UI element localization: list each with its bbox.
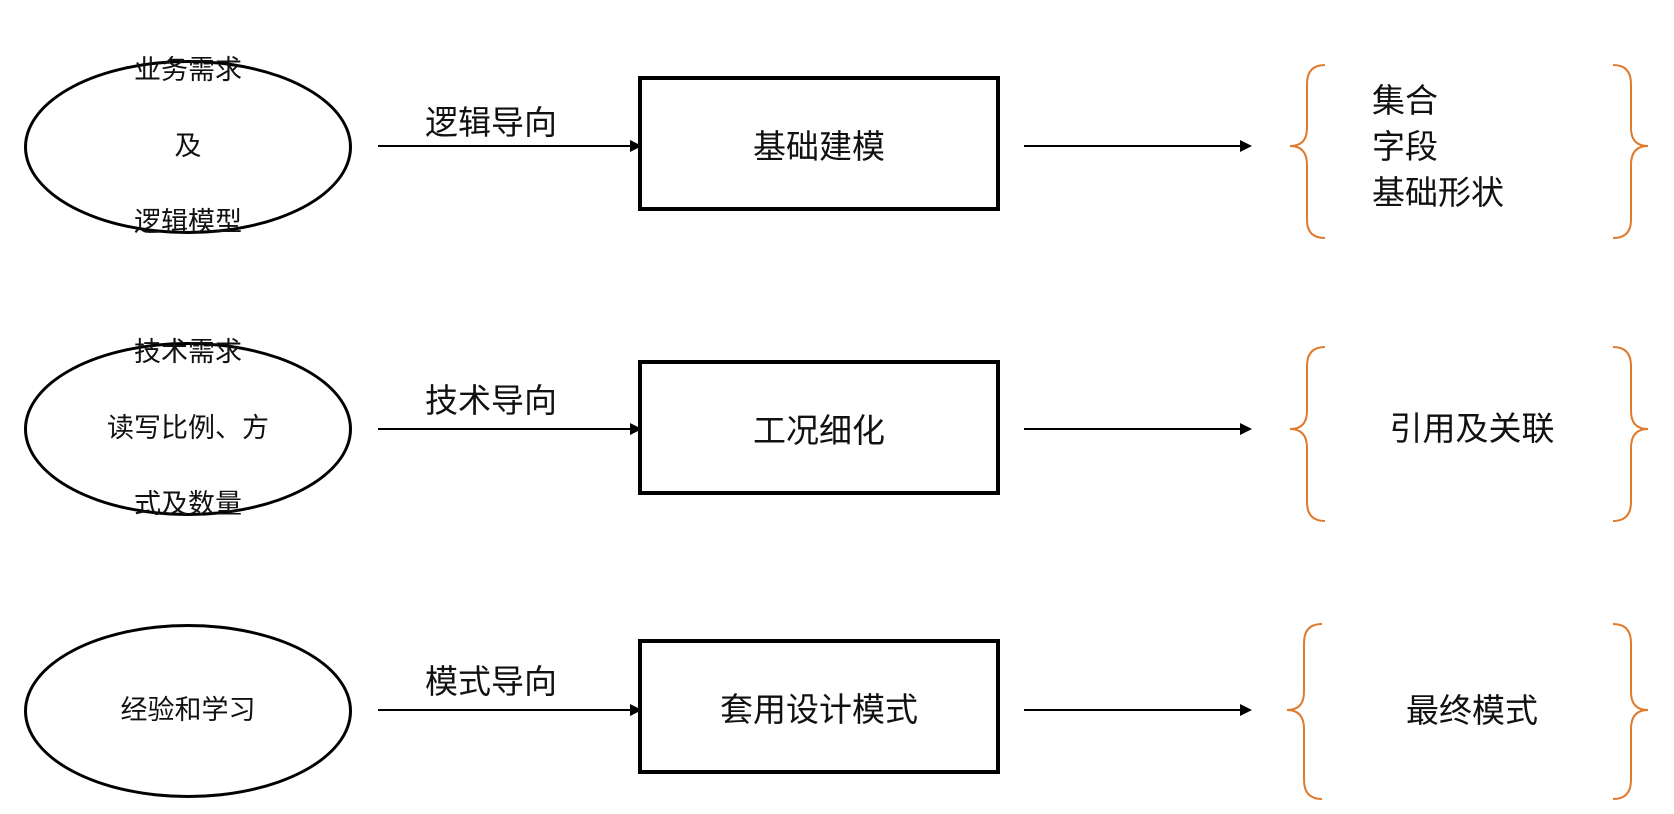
result-group-1: 集合 字段 基础形状: [1372, 78, 1504, 216]
right-brace-2: [1612, 346, 1649, 522]
process-box-2: 工况细化: [638, 360, 1000, 495]
result-item: 字段: [1372, 127, 1438, 166]
source-text-3: 经验和学习: [121, 654, 256, 768]
result-group-2: 引用及关联: [1342, 406, 1602, 452]
result-item: 集合: [1372, 81, 1438, 120]
source-line: 逻辑模型: [134, 207, 242, 238]
source-line: 及: [174, 131, 202, 162]
source-text-2: 技术需求 读写比例、方 式及数量: [107, 296, 269, 562]
arrow-label-1: 逻辑导向: [425, 103, 557, 142]
source-line: 读写比例、方: [107, 413, 269, 444]
result-item: 基础形状: [1372, 173, 1504, 212]
source-node-1: 业务需求 及 逻辑模型: [24, 55, 352, 238]
arrow-label-3: 模式导向: [425, 662, 557, 701]
source-line: 式及数量: [134, 489, 242, 520]
result-group-3: 最终模式: [1342, 688, 1602, 734]
process-label-3: 套用设计模式: [720, 689, 918, 729]
result-item: 最终模式: [1406, 691, 1538, 730]
process-label-2: 工况细化: [753, 410, 885, 450]
right-brace-3: [1612, 623, 1649, 800]
process-box-3: 套用设计模式: [638, 639, 1000, 774]
source-node-2: 技术需求 读写比例、方 式及数量: [24, 337, 352, 520]
result-item: 引用及关联: [1389, 409, 1555, 448]
source-line: 经验和学习: [120, 695, 256, 726]
process-box-1: 基础建模: [638, 76, 1000, 211]
process-label-1: 基础建模: [753, 126, 885, 166]
right-brace-1: [1612, 64, 1649, 239]
arrow-label-2: 技术导向: [425, 381, 557, 420]
left-brace-1: [1289, 64, 1326, 239]
left-brace-2: [1289, 346, 1326, 522]
source-line: 技术需求: [134, 337, 242, 368]
left-brace-3: [1286, 623, 1323, 800]
source-node-3: 经验和学习: [24, 624, 352, 798]
source-text-1: 业务需求 及 逻辑模型: [134, 14, 242, 280]
source-line: 业务需求: [134, 55, 242, 86]
